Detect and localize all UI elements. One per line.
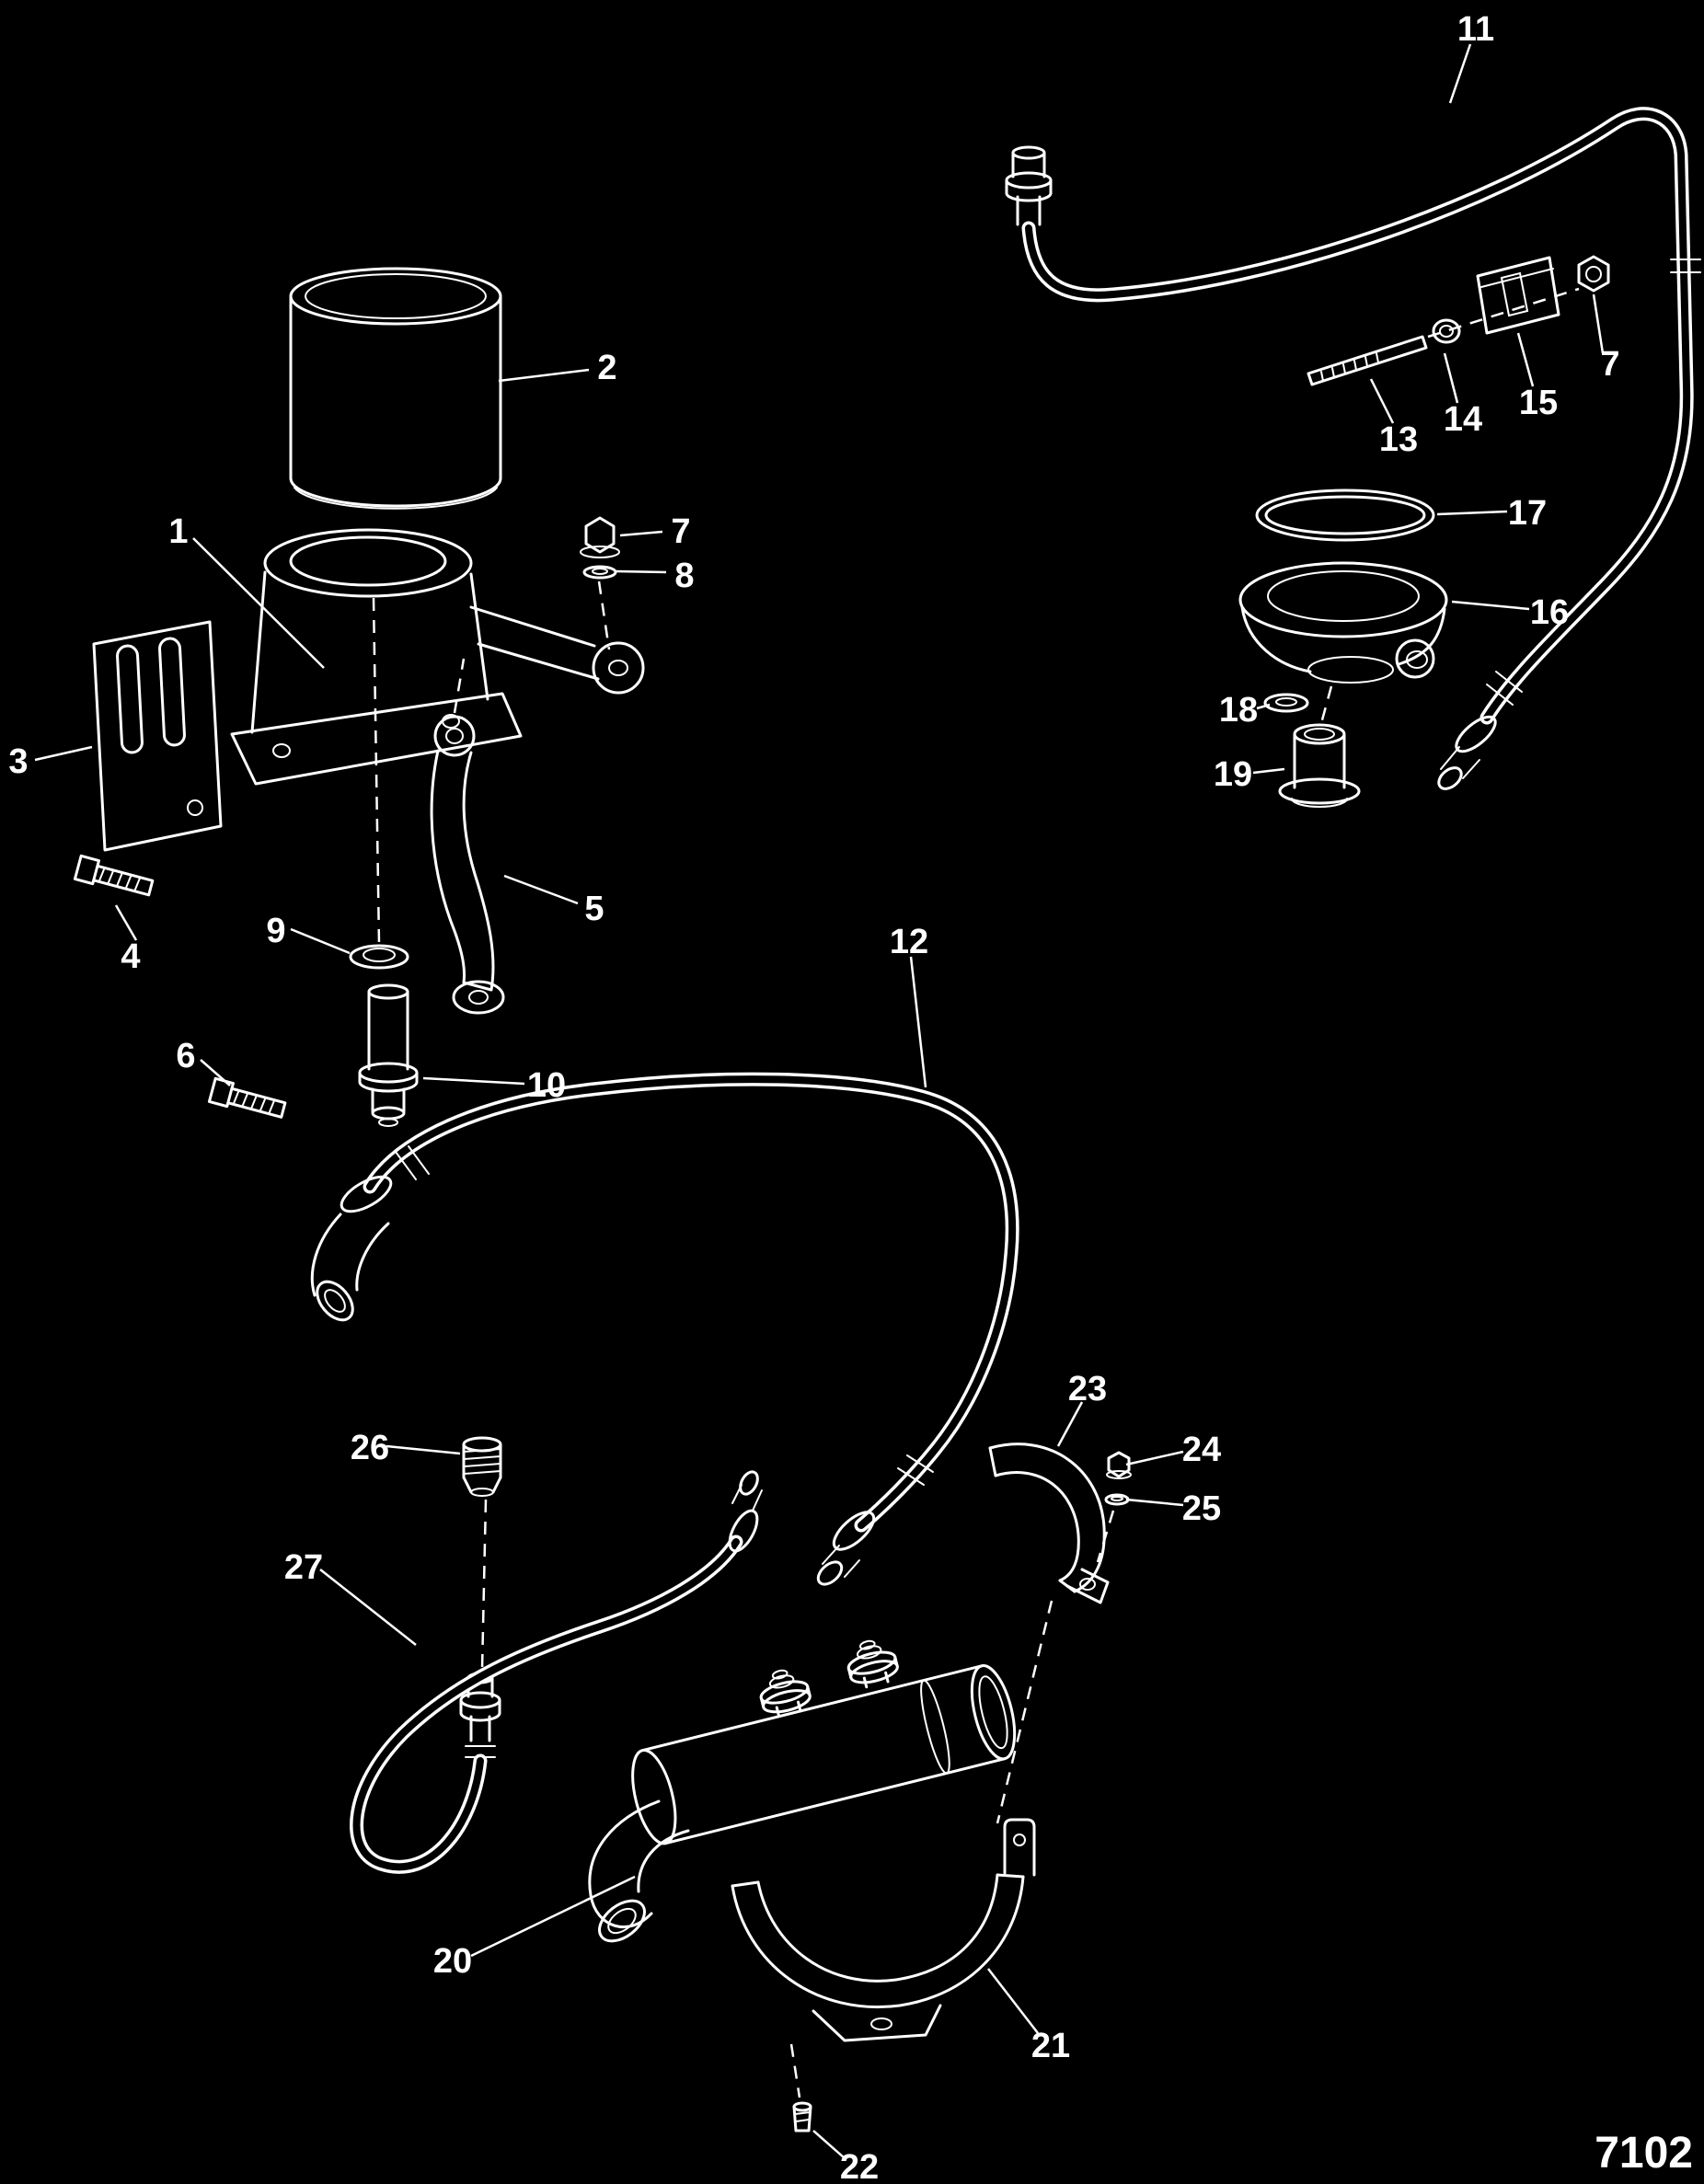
clamp-23 bbox=[988, 1443, 1110, 1604]
callout-6: 6 bbox=[176, 1037, 195, 1075]
fitting-10 bbox=[358, 983, 419, 1127]
callout-7-left: 7 bbox=[671, 512, 690, 551]
nut-7-left bbox=[580, 516, 620, 558]
hose-12 bbox=[310, 1072, 1019, 1586]
filter-canister-2 bbox=[289, 267, 502, 510]
plug-fitting-26 bbox=[462, 1436, 502, 1497]
callout-21: 21 bbox=[1031, 2027, 1070, 2065]
washer-18 bbox=[1263, 693, 1309, 713]
nut-7-right bbox=[1577, 255, 1610, 293]
callout-labels: 1 2 3 4 5 6 7 8 9 10 11 12 13 14 15 16 1… bbox=[8, 10, 1619, 2184]
sleeve-19 bbox=[1278, 723, 1361, 808]
bolt-4 bbox=[73, 854, 155, 897]
mounting-plate-3 bbox=[92, 620, 223, 852]
seal-17 bbox=[1255, 489, 1435, 542]
callout-25: 25 bbox=[1182, 1489, 1221, 1528]
saddle-bracket-21 bbox=[731, 1818, 1036, 2042]
washer-25 bbox=[1104, 1493, 1130, 1506]
callout-7-right: 7 bbox=[1600, 345, 1619, 384]
alignment-dashed-lines bbox=[372, 287, 1580, 2098]
callout-5: 5 bbox=[584, 890, 604, 928]
callout-17: 17 bbox=[1508, 494, 1547, 533]
screw-22 bbox=[792, 2101, 812, 2132]
callout-11: 11 bbox=[1457, 10, 1494, 49]
hose-11 bbox=[1005, 107, 1701, 790]
callout-4: 4 bbox=[121, 937, 140, 976]
callout-3: 3 bbox=[8, 742, 28, 781]
callout-15: 15 bbox=[1519, 384, 1558, 422]
callout-leader-lines bbox=[34, 43, 1605, 2159]
callout-20: 20 bbox=[433, 1942, 472, 1981]
washer-14 bbox=[1432, 318, 1461, 344]
callout-9: 9 bbox=[266, 912, 285, 950]
support-arm-5 bbox=[430, 715, 505, 1015]
callout-12: 12 bbox=[890, 923, 928, 961]
callout-27: 27 bbox=[284, 1548, 323, 1587]
callout-10: 10 bbox=[527, 1066, 566, 1105]
hose-27 bbox=[350, 1470, 763, 1874]
callout-24: 24 bbox=[1182, 1431, 1221, 1469]
cover-16 bbox=[1238, 561, 1448, 684]
callout-18: 18 bbox=[1219, 691, 1258, 730]
callout-26: 26 bbox=[351, 1429, 389, 1467]
callout-13: 13 bbox=[1379, 420, 1418, 459]
figure-code: 7102 bbox=[1595, 2129, 1693, 2178]
mounting-bracket-1 bbox=[230, 528, 645, 786]
callout-19: 19 bbox=[1214, 755, 1252, 794]
callout-8: 8 bbox=[674, 557, 694, 595]
bolt-6 bbox=[207, 1076, 287, 1119]
callout-16: 16 bbox=[1530, 593, 1569, 632]
cooler-body-20 bbox=[588, 1639, 1017, 1943]
callout-22: 22 bbox=[840, 2148, 879, 2184]
washer-9 bbox=[349, 944, 409, 970]
callout-2: 2 bbox=[597, 349, 616, 387]
callout-14: 14 bbox=[1444, 400, 1482, 439]
washer-8 bbox=[582, 565, 617, 580]
stud-13 bbox=[1307, 335, 1428, 386]
nut-24 bbox=[1106, 1451, 1132, 1479]
callout-1: 1 bbox=[168, 512, 188, 551]
callout-23: 23 bbox=[1068, 1370, 1107, 1408]
clip-15 bbox=[1476, 256, 1560, 335]
